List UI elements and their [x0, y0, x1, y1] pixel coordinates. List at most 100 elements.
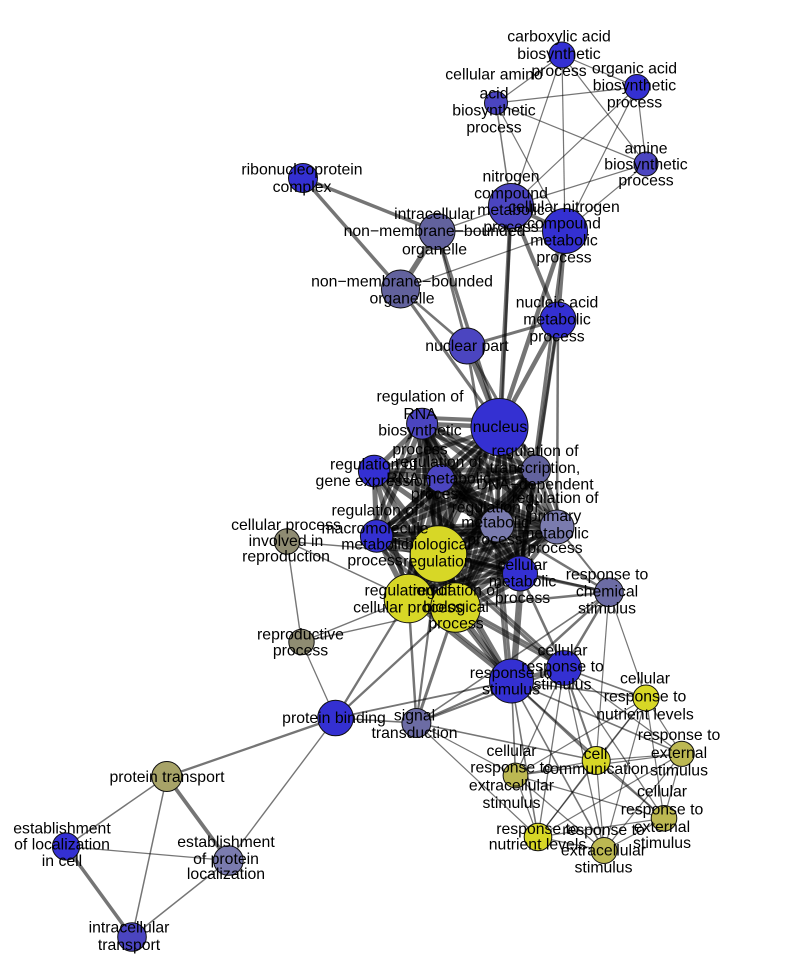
- svg-text:involved in: involved in: [249, 533, 324, 550]
- svg-text:response to: response to: [562, 822, 645, 839]
- svg-text:DNA−dependent: DNA−dependent: [476, 477, 594, 494]
- svg-text:biosynthetic: biosynthetic: [517, 46, 601, 63]
- svg-text:transport: transport: [98, 937, 161, 954]
- svg-text:response to: response to: [496, 821, 579, 838]
- svg-text:stimulus: stimulus: [534, 677, 592, 694]
- svg-text:metabolic: metabolic: [461, 515, 529, 532]
- svg-text:communication: communication: [542, 761, 648, 778]
- svg-text:stimulus: stimulus: [633, 835, 691, 852]
- svg-text:nucleus: nucleus: [473, 419, 528, 436]
- svg-text:carboxylic acid: carboxylic acid: [507, 29, 611, 46]
- svg-text:process: process: [536, 250, 591, 267]
- svg-text:process: process: [495, 590, 550, 607]
- svg-text:regulation of: regulation of: [452, 500, 540, 517]
- svg-text:regulation: regulation: [403, 554, 472, 571]
- svg-text:complex: complex: [273, 179, 332, 196]
- svg-text:cell: cell: [584, 746, 608, 763]
- svg-text:cellular process: cellular process: [353, 600, 463, 617]
- svg-text:amine: amine: [624, 141, 667, 158]
- svg-text:cellular amino: cellular amino: [445, 67, 543, 84]
- svg-text:response to: response to: [470, 760, 553, 777]
- svg-text:transduction: transduction: [371, 725, 457, 742]
- svg-text:biological: biological: [423, 599, 489, 616]
- svg-text:biosynthetic: biosynthetic: [593, 78, 677, 95]
- svg-text:cellular: cellular: [537, 643, 587, 660]
- svg-text:regulation of: regulation of: [330, 457, 418, 474]
- svg-text:non−membrane−bounded: non−membrane−bounded: [311, 274, 493, 291]
- svg-text:protein binding: protein binding: [282, 710, 386, 727]
- svg-text:stimulus: stimulus: [578, 601, 636, 618]
- svg-text:reproduction: reproduction: [242, 549, 330, 566]
- svg-text:process: process: [347, 553, 402, 570]
- svg-text:organelle: organelle: [370, 291, 435, 308]
- svg-text:regulation of: regulation of: [365, 583, 453, 600]
- svg-text:nuclear part: nuclear part: [425, 338, 509, 355]
- svg-text:stimulus: stimulus: [650, 763, 708, 780]
- svg-text:metabolic: metabolic: [489, 574, 557, 591]
- svg-text:regulation of: regulation of: [395, 454, 483, 471]
- svg-text:metabolic: metabolic: [341, 537, 409, 554]
- svg-text:of localization: of localization: [14, 837, 110, 854]
- svg-text:stimulus: stimulus: [482, 682, 540, 699]
- svg-text:regulation of: regulation of: [332, 503, 420, 520]
- svg-text:RNA: RNA: [403, 406, 437, 423]
- svg-text:process: process: [273, 643, 328, 660]
- svg-text:biological: biological: [405, 537, 471, 554]
- svg-text:non−membrane−bounded: non−membrane−bounded: [344, 223, 526, 240]
- svg-text:regulation of: regulation of: [492, 443, 580, 460]
- svg-text:stimulus: stimulus: [483, 795, 541, 812]
- svg-text:biosynthetic: biosynthetic: [378, 423, 462, 440]
- svg-text:process: process: [529, 329, 584, 346]
- svg-text:process: process: [607, 95, 662, 112]
- svg-text:establishment: establishment: [177, 834, 275, 851]
- svg-text:of protein: of protein: [193, 851, 259, 868]
- svg-text:intracellular: intracellular: [394, 206, 475, 223]
- svg-text:chemical: chemical: [576, 584, 638, 601]
- svg-text:establishment: establishment: [13, 821, 111, 838]
- svg-text:stimulus: stimulus: [575, 860, 633, 877]
- svg-text:response to: response to: [470, 665, 553, 682]
- svg-text:nitrogen: nitrogen: [482, 169, 539, 186]
- svg-text:response to: response to: [604, 689, 687, 706]
- svg-text:biosynthetic: biosynthetic: [604, 157, 688, 174]
- svg-text:nutrient levels: nutrient levels: [596, 707, 694, 724]
- svg-text:nucleic acid: nucleic acid: [516, 295, 599, 312]
- svg-text:process: process: [411, 486, 466, 503]
- svg-text:cellular: cellular: [637, 784, 687, 801]
- svg-text:process: process: [467, 532, 522, 549]
- svg-text:external: external: [634, 819, 690, 836]
- svg-text:process: process: [618, 173, 673, 190]
- svg-text:organelle: organelle: [402, 242, 467, 259]
- svg-text:process: process: [466, 120, 521, 137]
- svg-text:regulation of: regulation of: [512, 490, 600, 507]
- svg-text:process: process: [527, 540, 582, 557]
- svg-text:metabolic: metabolic: [523, 312, 591, 329]
- svg-text:ribonucleoprotein: ribonucleoprotein: [241, 162, 362, 179]
- svg-text:localization: localization: [187, 866, 265, 883]
- svg-text:in cell: in cell: [42, 853, 82, 870]
- svg-text:organic acid: organic acid: [592, 61, 677, 78]
- svg-text:response to: response to: [521, 659, 604, 676]
- svg-text:compound: compound: [527, 216, 601, 233]
- svg-text:reproductive: reproductive: [257, 627, 344, 644]
- svg-text:cellular: cellular: [497, 557, 547, 574]
- svg-text:cellular: cellular: [620, 671, 670, 688]
- svg-text:intracellular: intracellular: [89, 920, 170, 937]
- svg-text:process: process: [392, 442, 447, 459]
- svg-text:biosynthetic: biosynthetic: [452, 103, 536, 120]
- svg-text:extracellular: extracellular: [561, 843, 646, 860]
- svg-text:process: process: [483, 219, 538, 236]
- svg-text:macromolecule: macromolecule: [321, 521, 428, 538]
- svg-text:acid: acid: [480, 86, 509, 103]
- svg-text:process: process: [531, 63, 586, 80]
- svg-text:transcription,: transcription,: [490, 460, 580, 477]
- svg-text:RNA metabolic: RNA metabolic: [386, 471, 491, 488]
- svg-text:metabolic: metabolic: [530, 233, 598, 250]
- svg-text:primary: primary: [529, 508, 582, 525]
- svg-text:process: process: [428, 616, 483, 633]
- svg-text:metabolic: metabolic: [477, 202, 545, 219]
- svg-text:compound: compound: [474, 186, 548, 203]
- svg-text:nutrient levels: nutrient levels: [489, 837, 587, 854]
- svg-text:response to: response to: [621, 802, 704, 819]
- svg-text:signal: signal: [394, 708, 435, 725]
